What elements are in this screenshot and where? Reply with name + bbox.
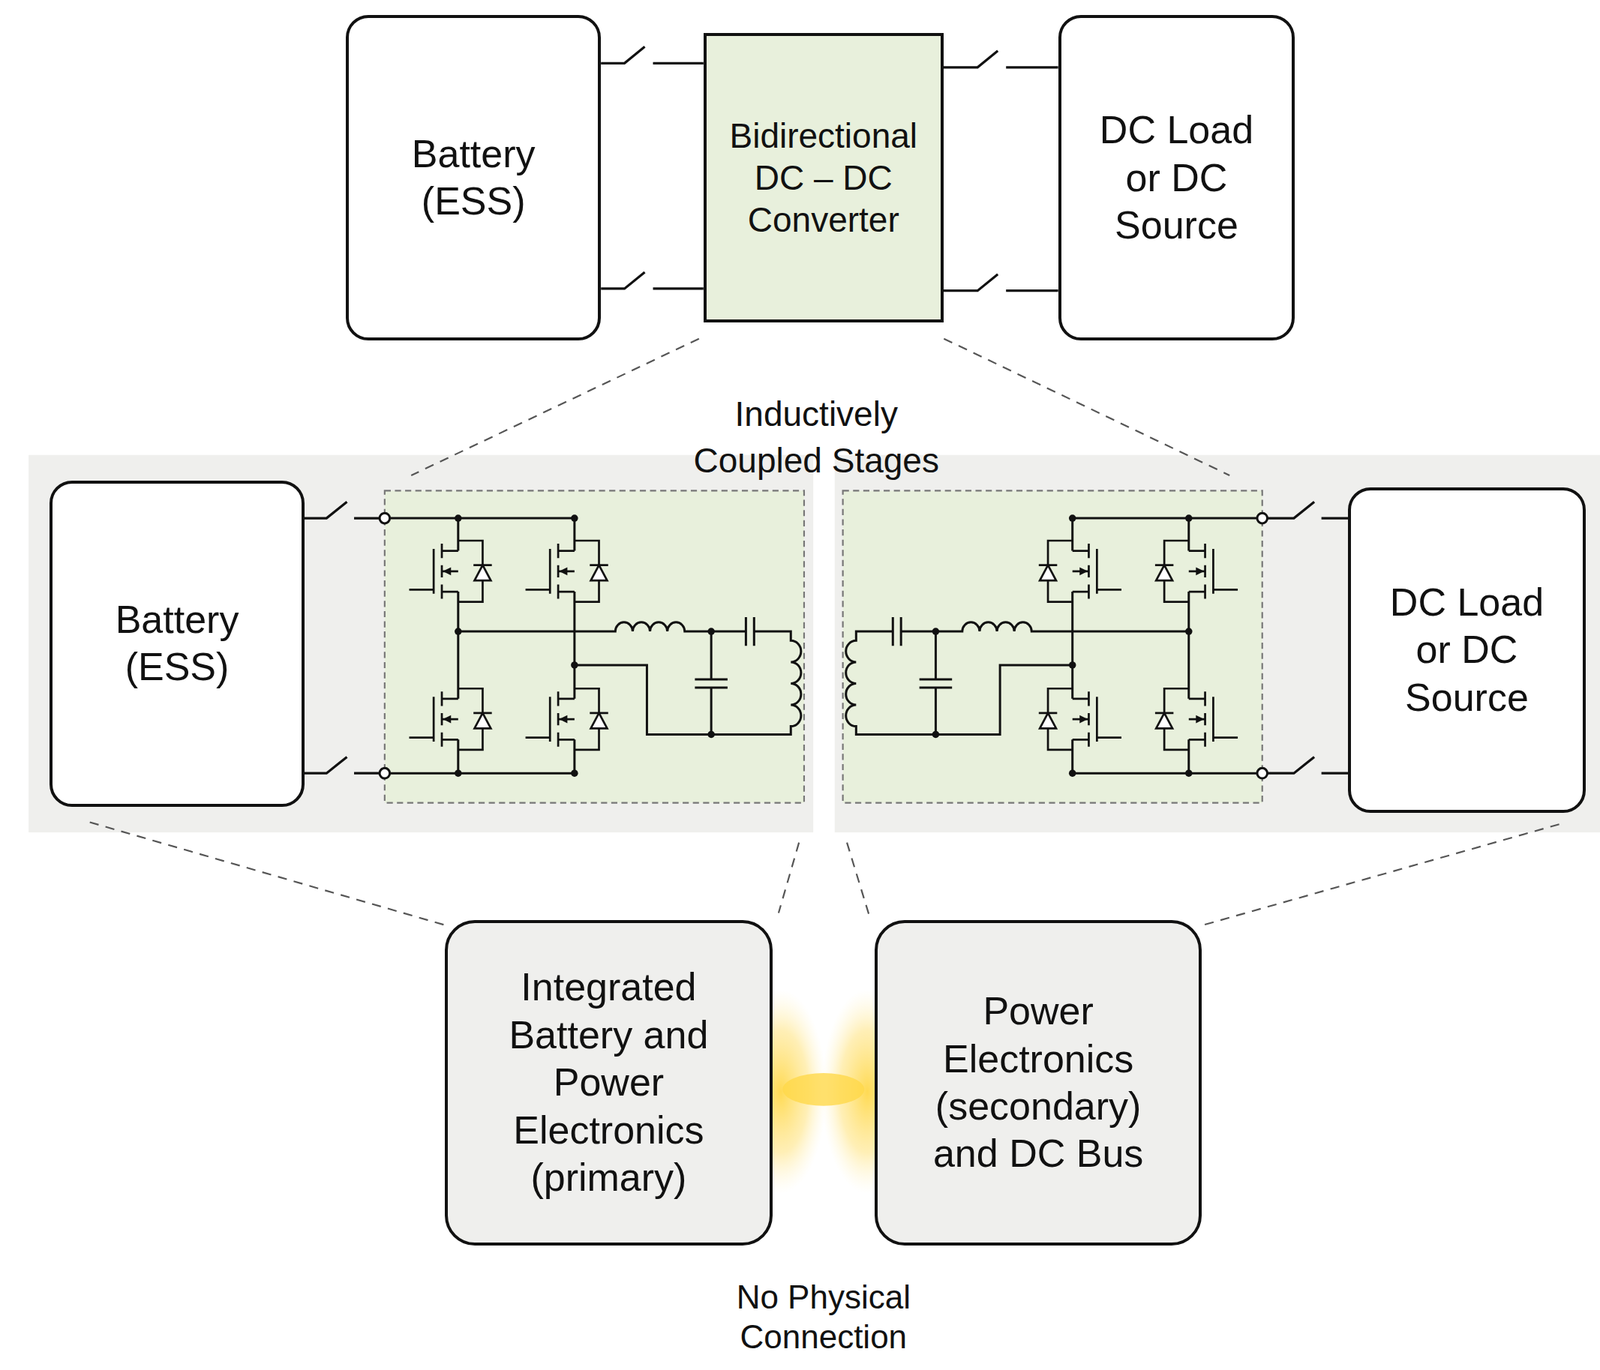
- annotation-label: Inductively Coupled Stages: [688, 390, 944, 484]
- box-label: Battery (ESS): [360, 130, 586, 226]
- load-source-box: DC Load or DC Source: [1347, 487, 1586, 814]
- load-source-box: DC Load or DC Source: [1058, 15, 1296, 341]
- grey-band: [28, 455, 814, 833]
- box-label: DC Load or DC Source: [1079, 106, 1273, 250]
- box-label: Bidirectional DC – DC Converter: [718, 114, 929, 241]
- switched-wire: [600, 272, 704, 289]
- annotation-label: No Physical Connection: [711, 1278, 937, 1358]
- box-label: Battery (ESS): [64, 596, 290, 692]
- converter-box: Bidirectional DC – DC Converter: [703, 33, 944, 323]
- leader-line: [90, 339, 1560, 928]
- box-label: DC Load or DC Source: [1369, 579, 1564, 722]
- battery-box: Battery (ESS): [345, 15, 601, 341]
- box-label: Integrated Battery and Power Electronics…: [495, 963, 721, 1202]
- switch-wire: [295, 501, 1348, 774]
- box-label: Power Electronics (secondary) and DC Bus: [925, 987, 1151, 1179]
- primary-module-box: Integrated Battery and Power Electronics…: [444, 920, 773, 1246]
- switched-wire: [943, 51, 1059, 68]
- switched-wire: [600, 46, 704, 64]
- grey-band: [834, 455, 1600, 833]
- secondary-stage: [843, 490, 1263, 803]
- switched-wire: [943, 274, 1059, 292]
- primary-stage: [384, 490, 805, 803]
- secondary-bridge-circuit: [846, 513, 1268, 779]
- battery-box: Battery (ESS): [49, 480, 305, 808]
- secondary-module-box: Power Electronics (secondary) and DC Bus: [874, 920, 1203, 1246]
- primary-bridge-circuit: [379, 513, 802, 779]
